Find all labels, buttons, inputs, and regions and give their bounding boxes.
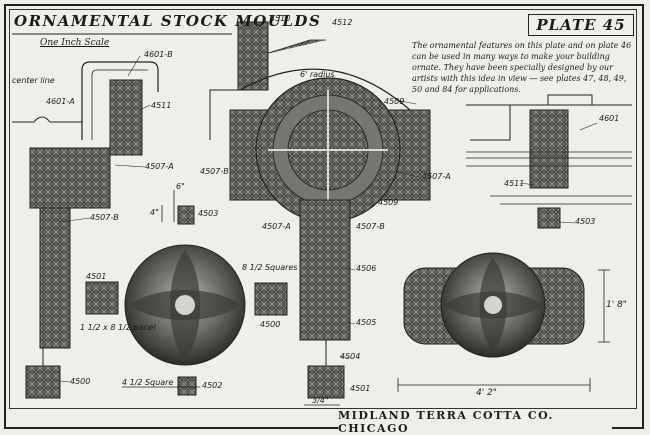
round-boss-left [124,244,246,366]
dimension-1-8: 1' 8" [606,300,627,310]
radius-label: 6' radius [300,70,335,79]
part-label-4506: 4506 [356,264,377,273]
dimension-4-2: 4' 2" [476,388,497,398]
part-label-4501: 4501 [86,272,107,281]
part-label-4505: 4505 [356,318,377,327]
drawing-title: ORNAMENTAL STOCK MOULDS [14,12,322,30]
part-label-4500-b: 4500 [260,320,281,329]
dimension-6: 6" [176,182,185,191]
part-label-4507-a-right: 4507-A [422,172,451,181]
part-label-4510: 4510 [270,14,291,23]
part-label-4507-a-lower: 4507-A [262,222,291,231]
part-label-4507-a-left: 4507-A [145,162,174,171]
dimension-4: 4" [150,208,159,217]
part-label-4507-b-lower: 4507-B [356,222,385,231]
part-label-4503-right: 4503 [575,217,596,226]
part-label-4601-a: 4601-A [46,97,75,106]
part-label-4500: 4500 [70,377,91,386]
part-label-4601-right: 4601 [599,114,620,123]
dimension-3-4: 3/4" [312,396,329,405]
squares-4-label: 4 1/2 Square [122,378,174,387]
part-label-4509-mid: 4509 [378,198,399,207]
inner-border [9,9,637,409]
right-elevation [466,94,632,229]
plate-number: PLATE 45 [528,14,634,36]
small-square-ornaments [85,205,288,396]
part-label-4503: 4503 [198,209,219,218]
part-label-4504: 4504 [340,352,361,361]
part-label-4509-top: 4509 [384,97,405,106]
part-label-4502: 4502 [202,381,223,390]
part-label-4507-b-left: 4507-B [90,213,119,222]
part-label-4601-b: 4601-B [144,50,173,59]
outer-border [4,4,644,429]
part-label-4512: 4512 [332,18,353,27]
squares-8-label: 8 1/2 Squares [242,263,298,272]
leader-lines [59,55,598,383]
part-label-4511-left: 4511 [151,101,172,110]
round-boss-right [403,252,585,358]
dimension-lines [122,190,610,406]
plate-note: The ornamental features on this plate an… [412,41,632,94]
part-label-4507-b-mid: 4507-B [200,167,229,176]
center-medallion-assembly [209,21,431,399]
company-name: MIDLAND TERRA COTTA CO. CHICAGO [338,409,612,435]
scale-label: One Inch Scale [40,38,110,48]
part-label-4501-bottom: 4501 [350,384,371,393]
part-label-4511-right: 4511 [504,179,525,188]
center-line-label: center line [12,76,55,85]
panel-label: 1 1/2 x 8 1/2 panel [80,323,156,332]
left-column-ornament [12,61,159,399]
